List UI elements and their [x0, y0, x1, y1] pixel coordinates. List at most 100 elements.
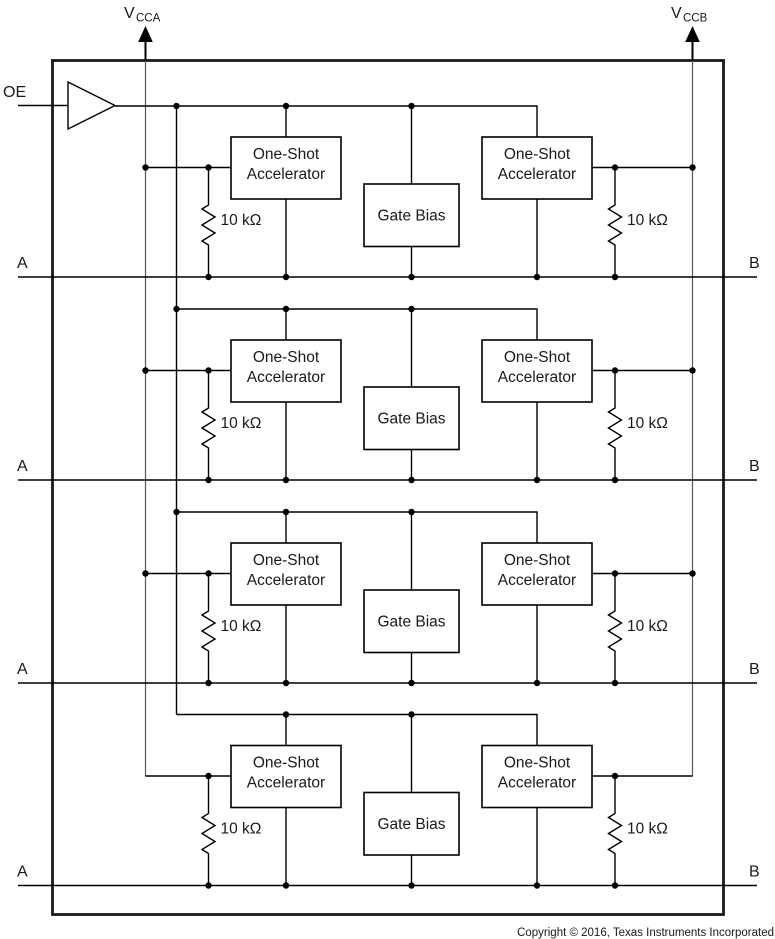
pullup-resistor-a-icon [200, 370, 217, 480]
junction-dot [173, 305, 180, 313]
port-a-label: A [17, 864, 28, 881]
junction-dot [282, 102, 290, 110]
channels-group: One-ShotAcceleratorOne-ShotAcceleratorGa… [17, 102, 760, 889]
resistor-a-label: 10 kΩ [221, 821, 262, 838]
junction-dot [408, 305, 415, 313]
resistor-a-label: 10 kΩ [221, 415, 262, 432]
junction-dot [611, 273, 619, 281]
port-b-label: B [749, 458, 760, 475]
port-b-label: B [749, 255, 760, 272]
junction-dot [282, 273, 290, 281]
junction-dot [611, 570, 619, 577]
pullup-resistor-b-icon [607, 573, 623, 683]
channel-4: One-ShotAcceleratorOne-ShotAcceleratorGa… [17, 711, 760, 889]
channel-wires [115, 105, 693, 277]
vcca-arrow-icon [138, 26, 153, 42]
resistor-b-label: 10 kΩ [627, 415, 668, 432]
one-shot-accelerator-b-box [481, 744, 593, 809]
junction-dot [205, 476, 212, 484]
gate-bias-box [363, 386, 460, 451]
channel-3: One-ShotAcceleratorOne-ShotAcceleratorGa… [17, 508, 760, 687]
pullup-resistor-a-icon [200, 167, 217, 277]
junction-dot [533, 679, 541, 687]
oe-label: OE [3, 84, 26, 101]
resistor-a-label: 10 kΩ [221, 212, 262, 229]
pullup-resistor-a-icon [200, 573, 217, 683]
junction-dot [205, 367, 212, 374]
one-shot-b-label-line2: Accelerator [498, 369, 576, 386]
one-shot-b-label-line1: One-Shot [504, 349, 571, 366]
junction-dot [205, 570, 212, 577]
vccb-label-subscript: CCB [683, 13, 708, 25]
one-shot-a-label-line1: One-Shot [253, 755, 320, 772]
junction-dot [611, 772, 619, 780]
channel-1: One-ShotAcceleratorOne-ShotAcceleratorGa… [17, 102, 760, 281]
gate-bias-box [363, 791, 460, 856]
junction-dot [689, 570, 696, 577]
one-shot-accelerator-a-box [230, 339, 342, 403]
junction-dot [282, 679, 290, 687]
junction-dot [533, 882, 541, 889]
junction-dot [408, 882, 415, 889]
junction-dot [408, 679, 415, 687]
one-shot-b-label-line1: One-Shot [504, 755, 571, 772]
resistor-b-label: 10 kΩ [627, 821, 668, 838]
junction-dot [689, 164, 696, 171]
gate-bias-label: Gate Bias [377, 208, 445, 225]
junction-dot [408, 476, 415, 484]
junction-dot [205, 164, 212, 171]
junction-dot [282, 711, 290, 718]
junction-dot [611, 882, 619, 889]
device-boundary-box [51, 59, 725, 916]
one-shot-a-label-line2: Accelerator [247, 369, 325, 386]
junction-dot [205, 273, 212, 281]
gate-bias-label: Gate Bias [377, 411, 445, 428]
junction-dot [173, 102, 180, 110]
port-a-label: A [17, 661, 28, 678]
junction-dot [408, 273, 415, 281]
junction-dot [611, 367, 619, 374]
gate-bias-label: Gate Bias [377, 614, 445, 631]
pullup-resistor-b-icon [607, 167, 623, 277]
junction-dot [533, 476, 541, 484]
junction-dot [142, 164, 149, 171]
junction-dot [282, 476, 290, 484]
port-b-label: B [749, 661, 760, 678]
channel-wires [145, 511, 693, 683]
junction-dot [173, 508, 180, 516]
one-shot-accelerator-b-box [481, 136, 593, 200]
port-a-label: A [17, 255, 28, 272]
one-shot-a-label-line2: Accelerator [247, 572, 325, 589]
gate-bias-label: Gate Bias [377, 816, 445, 833]
junction-dot [408, 508, 415, 516]
vccb-label: V [671, 5, 682, 22]
junction-dot [205, 882, 212, 889]
junction-dot [282, 508, 290, 516]
junction-dot [282, 305, 290, 313]
one-shot-b-label-line1: One-Shot [504, 146, 571, 163]
vcca-label: V [124, 5, 135, 22]
junction-dot [408, 711, 415, 718]
junction-dot [611, 164, 619, 171]
one-shot-accelerator-a-box [230, 744, 342, 809]
one-shot-accelerator-b-box [481, 542, 593, 606]
oe-buffer-icon [67, 80, 117, 131]
one-shot-b-label-line2: Accelerator [498, 775, 576, 792]
junction-dot [205, 679, 212, 687]
pullup-resistor-b-icon [607, 776, 623, 886]
port-b-label: B [749, 864, 760, 881]
one-shot-b-label-line2: Accelerator [498, 166, 576, 183]
channel-wires [145, 713, 693, 886]
junction-dot [142, 367, 149, 374]
vcca-label-subscript: CCA [136, 13, 161, 25]
one-shot-accelerator-a-box [230, 542, 342, 606]
one-shot-a-label-line1: One-Shot [253, 349, 320, 366]
channel-wires [145, 308, 693, 480]
resistor-b-label: 10 kΩ [627, 618, 668, 635]
one-shot-b-label-line2: Accelerator [498, 572, 576, 589]
one-shot-accelerator-a-box [230, 136, 342, 200]
one-shot-a-label-line1: One-Shot [253, 552, 320, 569]
